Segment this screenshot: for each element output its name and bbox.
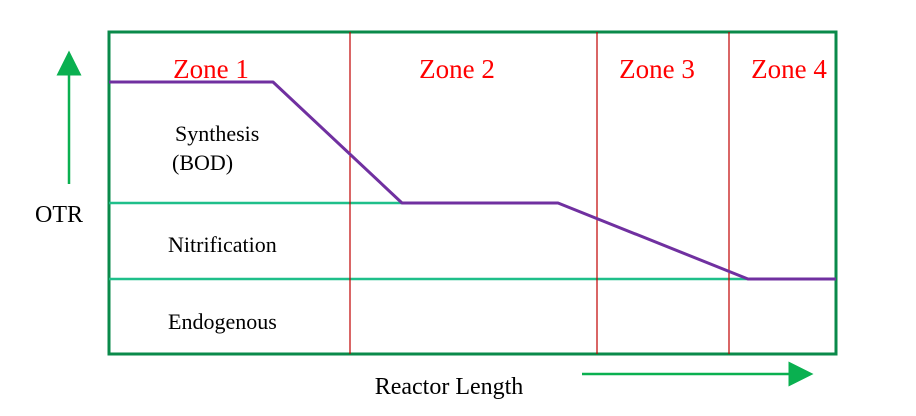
zone-label-4: Zone 4: [751, 54, 827, 84]
region-label-endogenous: Endogenous: [168, 309, 277, 334]
x-axis-label: Reactor Length: [375, 374, 524, 400]
region-label-nitrification: Nitrification: [168, 232, 277, 257]
zone-label-1: Zone 1: [173, 54, 249, 84]
region-label-bod: (BOD): [172, 150, 233, 175]
otr-curve: [109, 80, 836, 281]
zone-label-3: Zone 3: [619, 54, 695, 84]
diagram-frame: [107, 30, 838, 356]
y-axis-label: OTR: [35, 202, 83, 228]
zone-label-2: Zone 2: [419, 54, 495, 84]
region-label-synthesis: Synthesis: [175, 121, 259, 146]
